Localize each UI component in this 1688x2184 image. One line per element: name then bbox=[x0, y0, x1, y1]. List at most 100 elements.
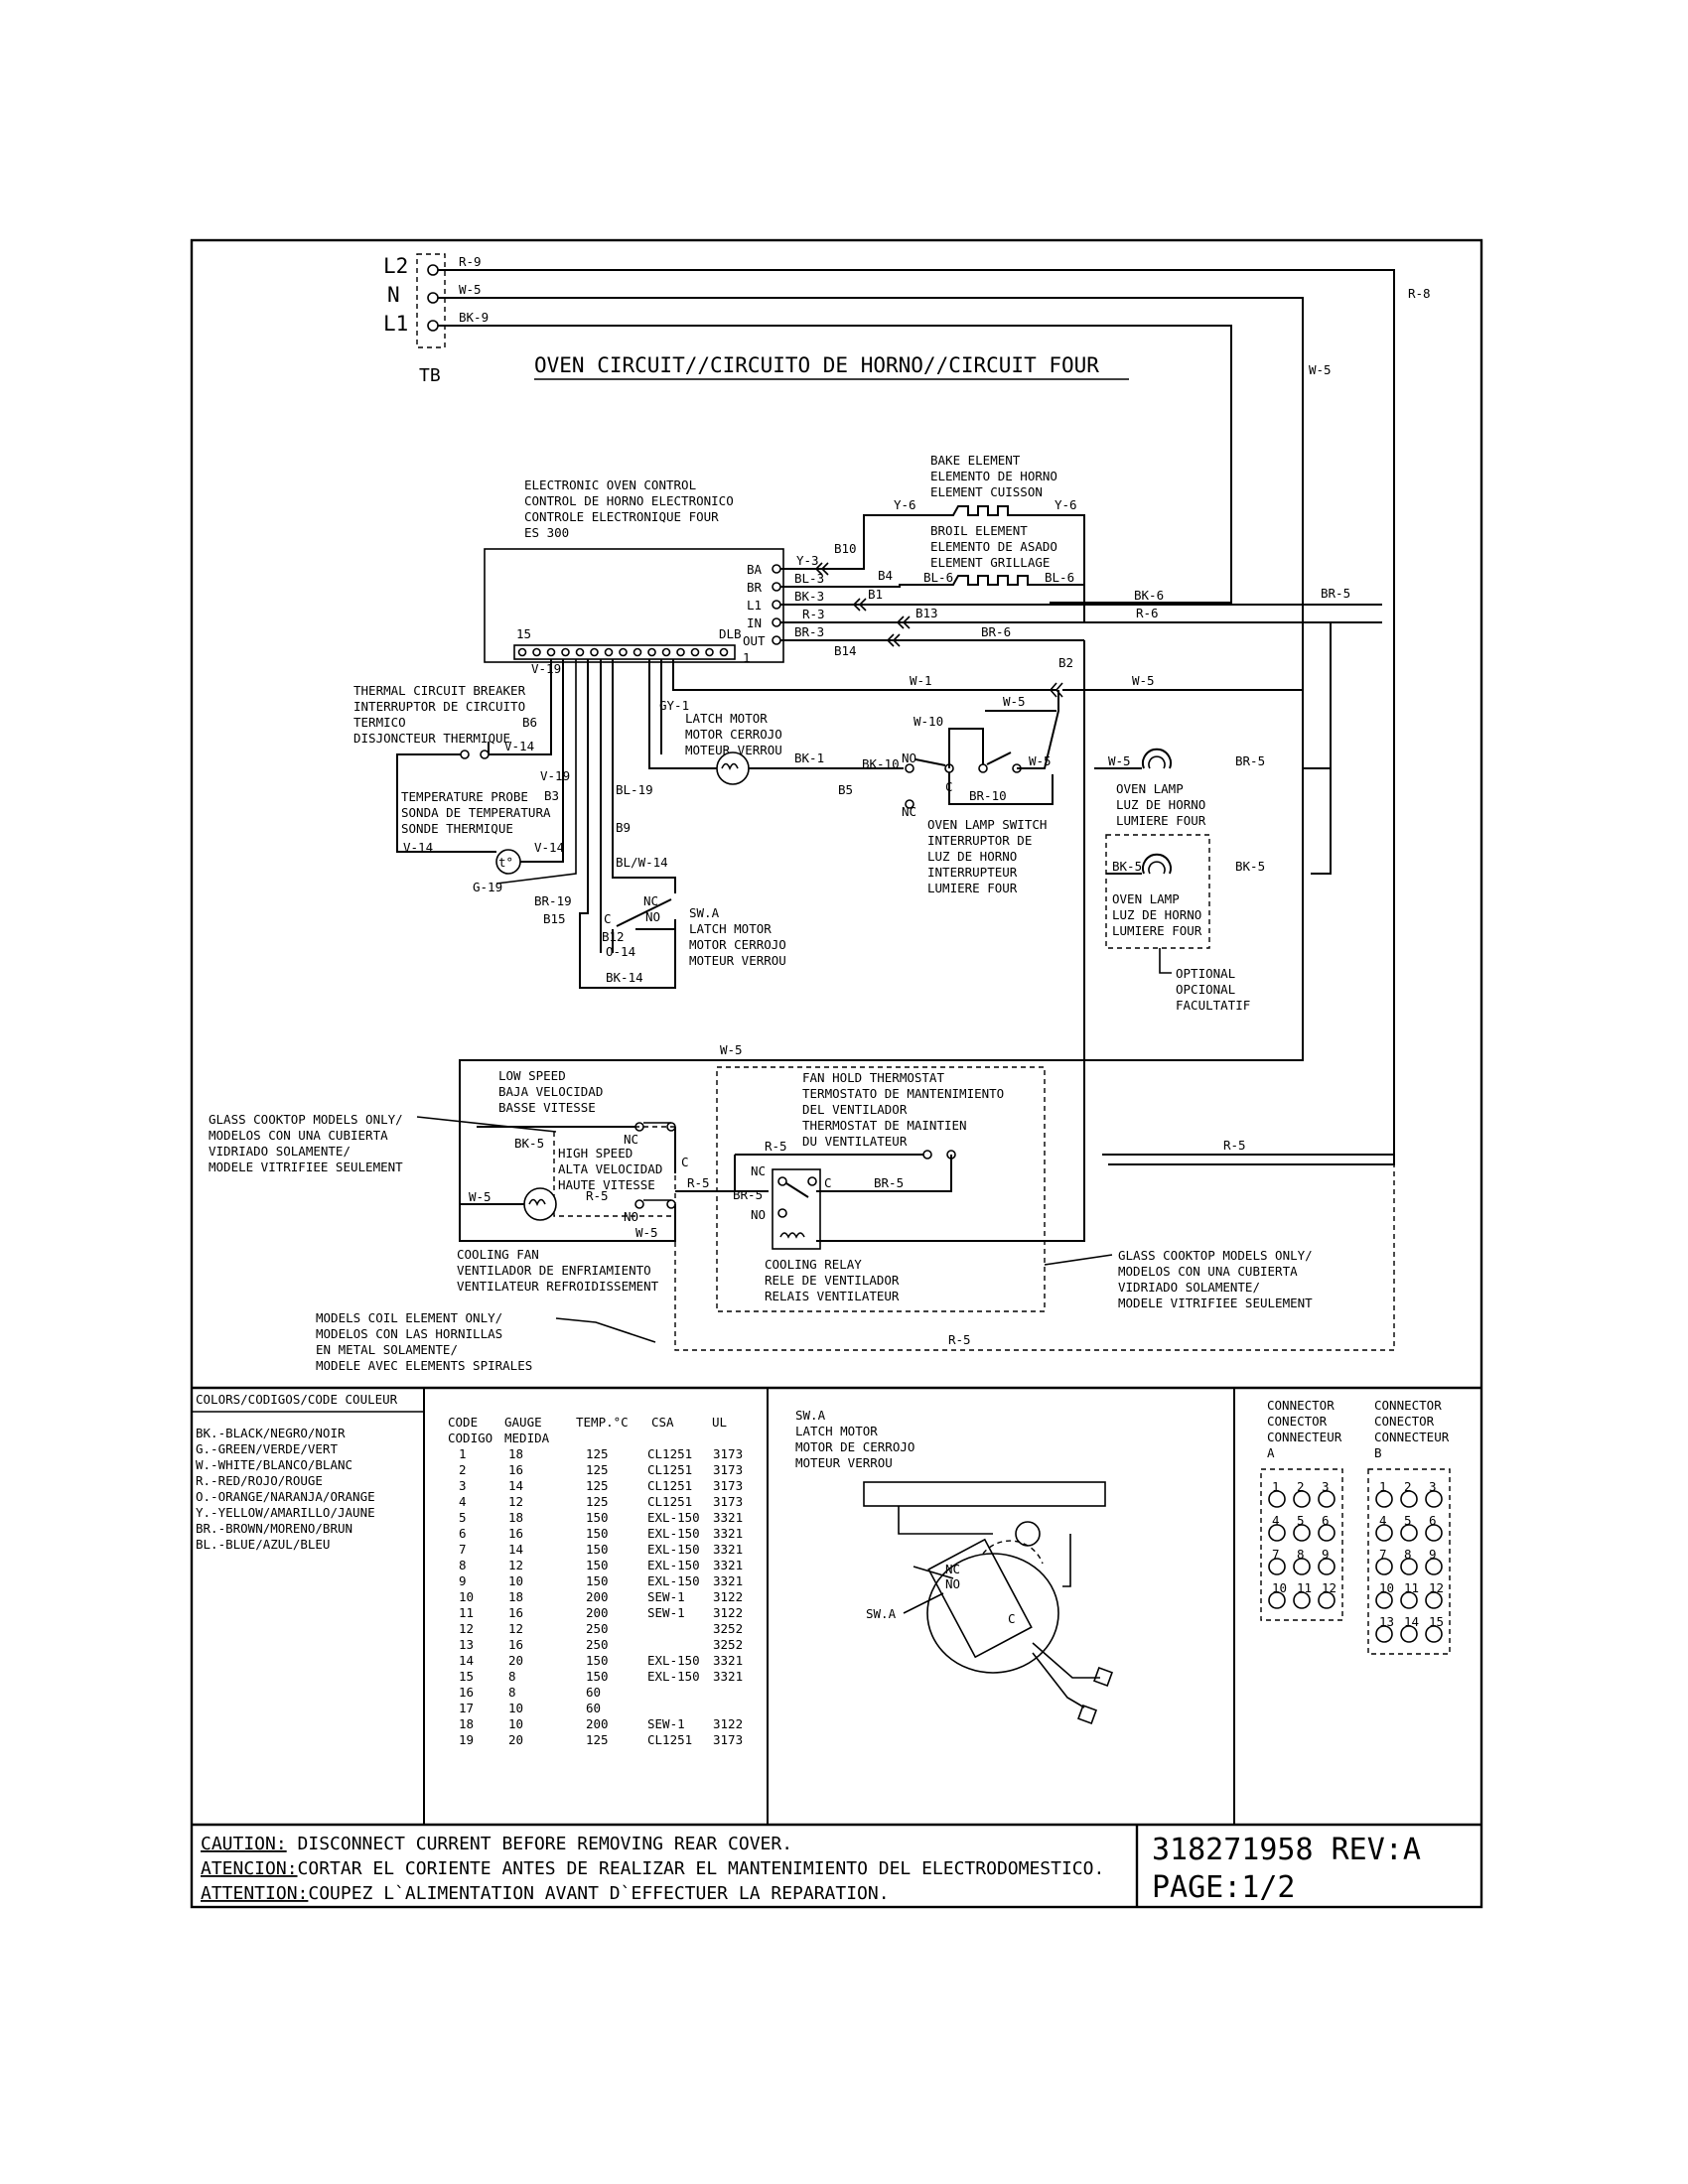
svg-text:MODELS COIL ELEMENT ONLY/: MODELS COIL ELEMENT ONLY/ bbox=[316, 1310, 502, 1325]
table-cell: 2 bbox=[459, 1462, 467, 1477]
table-cell: 125 bbox=[586, 1462, 609, 1477]
svg-text:DISJONCTEUR THERMIQUE: DISJONCTEUR THERMIQUE bbox=[353, 731, 510, 746]
control-pin bbox=[532, 647, 541, 657]
wire-gauge-table: CODE GAUGE TEMP.°C CSA UL CODIGO MEDIDA … bbox=[448, 1415, 743, 1747]
svg-text:SW.A: SW.A bbox=[795, 1408, 826, 1423]
svg-text:COLORS/CODIGOS/CODE COULEUR: COLORS/CODIGOS/CODE COULEUR bbox=[196, 1392, 398, 1407]
connector-pin bbox=[1400, 1558, 1418, 1575]
svg-text:R-5: R-5 bbox=[948, 1332, 971, 1347]
connector-pin-label: 1 bbox=[1272, 1479, 1280, 1494]
svg-text:LUZ DE HORNO: LUZ DE HORNO bbox=[927, 849, 1017, 864]
table-cell: 12 bbox=[508, 1558, 523, 1572]
wire-w5-right: W-5 bbox=[1309, 362, 1332, 377]
table-cell: 200 bbox=[586, 1605, 609, 1620]
table-cell: 16 bbox=[459, 1685, 474, 1700]
svg-text:C: C bbox=[681, 1155, 689, 1169]
svg-text:C: C bbox=[604, 911, 612, 926]
connector-pin bbox=[1425, 1524, 1443, 1542]
caution-key-es: ATENCION: bbox=[201, 1858, 298, 1879]
svg-text:BR-3: BR-3 bbox=[794, 624, 824, 639]
connector-pin bbox=[1268, 1591, 1286, 1609]
svg-text:THERMAL CIRCUIT BREAKER: THERMAL CIRCUIT BREAKER bbox=[353, 683, 526, 698]
connector-pin-label: 4 bbox=[1272, 1513, 1280, 1528]
svg-text:B2: B2 bbox=[1058, 655, 1073, 670]
table-cell: 150 bbox=[586, 1558, 609, 1572]
connector-pin-label: 6 bbox=[1429, 1513, 1437, 1528]
table-cell: 18 bbox=[459, 1716, 474, 1731]
connector-pin bbox=[1293, 1591, 1311, 1609]
table-cell: 16 bbox=[508, 1605, 523, 1620]
svg-text:CONECTOR: CONECTOR bbox=[1374, 1414, 1435, 1429]
table-cell: 6 bbox=[459, 1526, 467, 1541]
svg-text:ELEMENTO DE HORNO: ELEMENTO DE HORNO bbox=[930, 469, 1057, 483]
svg-text:GLASS COOKTOP MODELS ONLY/: GLASS COOKTOP MODELS ONLY/ bbox=[209, 1112, 403, 1127]
thermal-breaker-and-probe: THERMAL CIRCUIT BREAKER INTERRUPTOR DE C… bbox=[353, 659, 577, 894]
connector-pin-label: 2 bbox=[1297, 1479, 1305, 1494]
svg-text:COOLING RELAY: COOLING RELAY bbox=[765, 1257, 862, 1272]
svg-text:TEMPERATURE PROBE: TEMPERATURE PROBE bbox=[401, 789, 528, 804]
svg-text:MOTOR DE CERROJO: MOTOR DE CERROJO bbox=[795, 1439, 914, 1454]
svg-text:BR-5: BR-5 bbox=[874, 1175, 904, 1190]
table-cell: 16 bbox=[508, 1637, 523, 1652]
svg-text:BL-6: BL-6 bbox=[923, 570, 953, 585]
svg-text:G-19: G-19 bbox=[473, 880, 502, 894]
table-cell: 5 bbox=[459, 1510, 467, 1525]
oven-lamps: W-5 BR-5 OVEN LAMP LUZ DE HORNO LUMIERE … bbox=[1094, 622, 1332, 1013]
svg-text:NO: NO bbox=[624, 1209, 638, 1224]
svg-text:V-14: V-14 bbox=[403, 840, 433, 855]
table-cell: 16 bbox=[508, 1462, 523, 1477]
table-cell: SEW-1 bbox=[647, 1589, 685, 1604]
connector-pin bbox=[1268, 1524, 1286, 1542]
connector-pin-label: 3 bbox=[1322, 1479, 1330, 1494]
table-cell: 3173 bbox=[713, 1478, 743, 1493]
svg-text:NC: NC bbox=[945, 1562, 960, 1576]
svg-text:MODELOS CON UNA CUBIERTA: MODELOS CON UNA CUBIERTA bbox=[1118, 1264, 1298, 1279]
svg-text:VIDRIADO SOLAMENTE/: VIDRIADO SOLAMENTE/ bbox=[1118, 1280, 1260, 1295]
table-cell: 17 bbox=[459, 1701, 474, 1715]
control-pin bbox=[561, 647, 570, 657]
table-cell: 125 bbox=[586, 1478, 609, 1493]
table-cell: 125 bbox=[586, 1446, 609, 1461]
svg-text:LATCH MOTOR: LATCH MOTOR bbox=[685, 711, 768, 726]
pin-ba: BA bbox=[747, 562, 763, 577]
control-pin bbox=[647, 647, 656, 657]
table-cell: EXL-150 bbox=[647, 1510, 700, 1525]
table-cell: 20 bbox=[508, 1653, 523, 1668]
svg-text:O.-ORANGE/NARANJA/ORANGE: O.-ORANGE/NARANJA/ORANGE bbox=[196, 1489, 375, 1504]
table-cell: 12 bbox=[459, 1621, 474, 1636]
control-pin bbox=[604, 647, 614, 657]
table-cell: EXL-150 bbox=[647, 1526, 700, 1541]
svg-text:OPTIONAL: OPTIONAL bbox=[1176, 966, 1235, 981]
connector-pin bbox=[1318, 1524, 1336, 1542]
table-cell: 18 bbox=[508, 1589, 523, 1604]
table-cell: 200 bbox=[586, 1716, 609, 1731]
control-pin bbox=[661, 647, 671, 657]
connector-pin-label: 3 bbox=[1429, 1479, 1437, 1494]
svg-text:NO: NO bbox=[945, 1576, 960, 1591]
connector-pin bbox=[1400, 1524, 1418, 1542]
svg-text:BL/W-14: BL/W-14 bbox=[616, 855, 668, 870]
svg-text:INTERRUPTOR DE: INTERRUPTOR DE bbox=[927, 833, 1032, 848]
svg-text:VENTILATEUR REFROIDISSEMENT: VENTILATEUR REFROIDISSEMENT bbox=[457, 1279, 659, 1294]
connector-pin bbox=[1293, 1558, 1311, 1575]
wire-r8: R-8 bbox=[1408, 286, 1431, 301]
svg-text:CODE: CODE bbox=[448, 1415, 478, 1430]
svg-text:NO: NO bbox=[751, 1207, 766, 1222]
svg-text:NC: NC bbox=[751, 1163, 766, 1178]
control-pin bbox=[633, 647, 642, 657]
svg-text:INTERRUPTEUR: INTERRUPTEUR bbox=[927, 865, 1018, 880]
svg-text:O-14: O-14 bbox=[606, 944, 635, 959]
table-cell: CL1251 bbox=[647, 1462, 692, 1477]
terminal-l2: L2 bbox=[383, 254, 408, 278]
svg-text:MODELOS CON LAS HORNILLAS: MODELOS CON LAS HORNILLAS bbox=[316, 1326, 502, 1341]
caution-key-en: CAUTION: bbox=[201, 1834, 287, 1854]
table-cell: 125 bbox=[586, 1494, 609, 1509]
svg-text:ELEMENTO DE ASADO: ELEMENTO DE ASADO bbox=[930, 539, 1057, 554]
table-cell: 3173 bbox=[713, 1494, 743, 1509]
svg-text:LUMIERE FOUR: LUMIERE FOUR bbox=[927, 881, 1018, 895]
pin-1: 1 bbox=[743, 650, 751, 665]
table-cell: 250 bbox=[586, 1621, 609, 1636]
connector-pin-label: 12 bbox=[1322, 1580, 1336, 1595]
terminal-l1: L1 bbox=[383, 312, 408, 336]
